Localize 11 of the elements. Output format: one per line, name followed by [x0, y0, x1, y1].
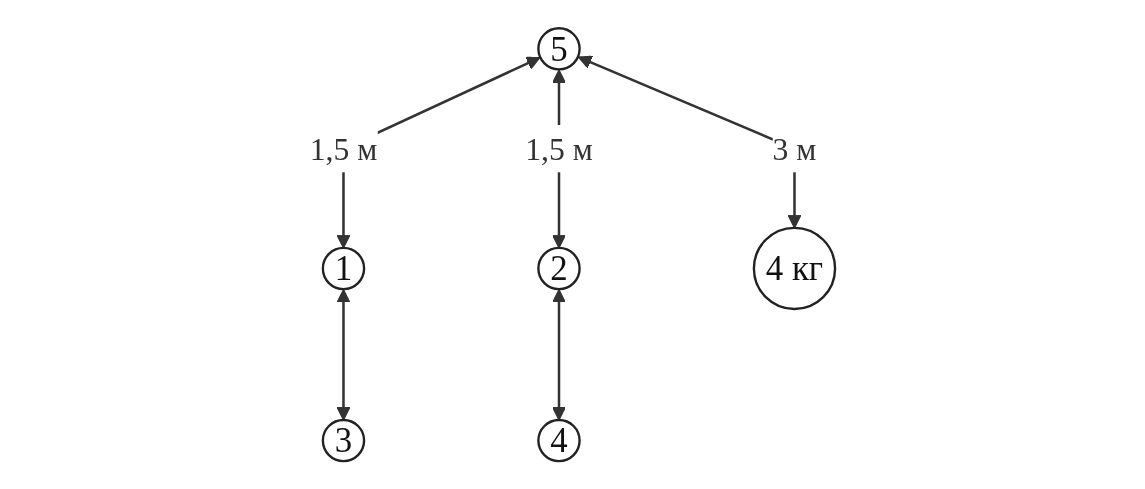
node-circle: 2 [537, 246, 581, 291]
node-circle: 4 [537, 418, 581, 463]
node-circle: 4 кг [752, 226, 837, 311]
node-circle: 5 [537, 26, 581, 71]
node-circle: 1 [321, 246, 366, 291]
arrow [336, 288, 351, 421]
arrow [552, 288, 567, 421]
edge-label: 1,5 м [309, 131, 378, 166]
edge-label: 3 м [772, 131, 817, 166]
node-circle: 3 [321, 418, 366, 463]
edge-label: 1,5 м [525, 131, 593, 166]
